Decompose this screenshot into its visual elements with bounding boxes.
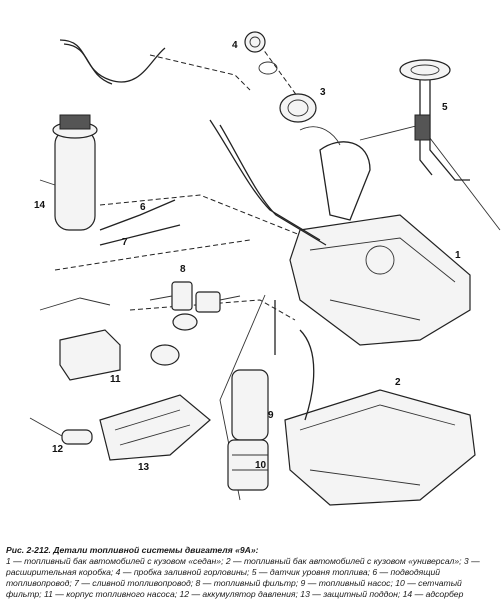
filler-neck-part — [299, 126, 371, 221]
fuel-system-diagram: 1 2 3 4 5 6 7 8 9 10 11 12 13 14 — [29, 31, 501, 506]
figure-caption: Рис. 2-212. Детали топливной системы дви… — [6, 545, 498, 600]
callout-9: 9 — [268, 410, 274, 421]
callout-2: 2 — [395, 377, 401, 388]
callout-13: 13 — [138, 462, 150, 473]
callout-labels: 1 2 3 4 5 6 7 8 9 10 11 12 13 14 — [34, 40, 461, 473]
callout-6: 6 — [140, 202, 146, 213]
caption-legend: 1 — топливный бак автомобилей с кузовом … — [6, 556, 480, 599]
tank-sedan-part — [289, 214, 471, 346]
callout-11: 11 — [110, 374, 121, 385]
callout-14: 14 — [34, 200, 46, 211]
callout-1: 1 — [455, 250, 461, 261]
adsorber-part — [39, 39, 166, 231]
callout-5: 5 — [442, 102, 448, 113]
caption-title: Рис. 2-212. Детали топливной системы дви… — [6, 545, 259, 555]
pressure-accumulator-part — [29, 417, 93, 445]
callout-3: 3 — [320, 87, 326, 98]
callout-7: 7 — [122, 237, 128, 248]
pump-housing-part — [39, 297, 198, 381]
fuel-lines-part — [99, 119, 327, 246]
callout-10: 10 — [255, 460, 267, 471]
filler-cap-part — [244, 31, 278, 75]
expansion-box-part — [279, 93, 317, 123]
tank-wagon-part — [284, 329, 476, 506]
callout-8: 8 — [180, 264, 186, 275]
fuel-filter-part — [149, 281, 241, 313]
fuel-pump-part — [227, 300, 276, 491]
level-sensor-part — [399, 59, 470, 181]
callout-4: 4 — [232, 40, 238, 51]
protective-tray-part — [99, 394, 211, 461]
callout-12: 12 — [52, 444, 64, 455]
